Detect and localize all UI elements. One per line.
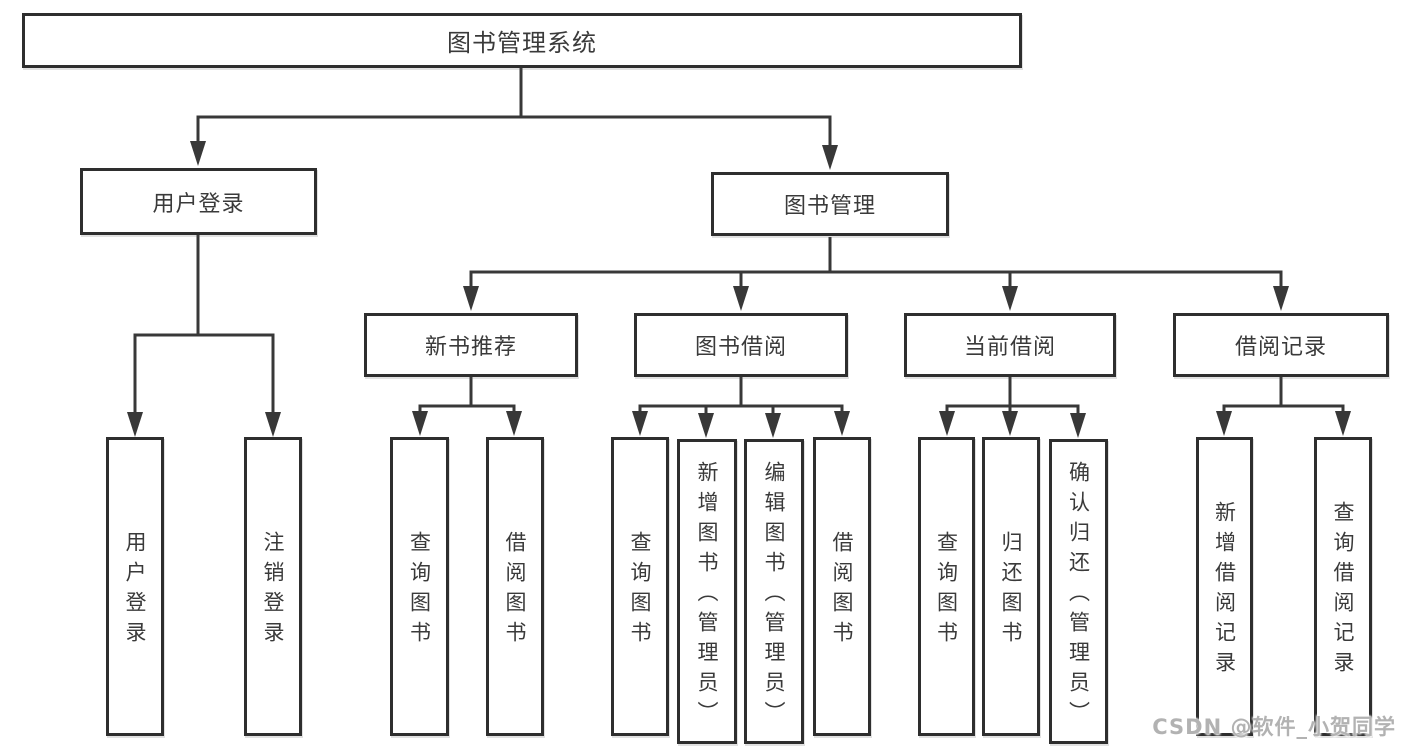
node-book-borrow: 图书借阅 [634,313,848,377]
node-library-system: 图书管理系统 [22,13,1022,68]
leaf-borrow-edit-books-admin: 编辑图书（管理员） [744,439,804,744]
leaf-records-add-record-label: 新增借阅记录 [1212,500,1237,681]
connector-borrow-rec-branch [1222,404,1345,419]
node-user-login: 用户登录 [80,168,317,235]
arrowhead-bb-edit [765,413,781,438]
arrowhead-bb-borrow [834,411,850,436]
arrowhead-br-query [1335,411,1351,436]
leaf-borrow-edit-books-admin-label: 编辑图书（管理员） [762,460,786,731]
arrowhead-cb-query [939,411,955,436]
leaf-current-return-books-label: 归还图书 [999,530,1023,651]
arrowhead-new-book-rec [463,286,479,311]
leaf-logout: 注销登录 [244,437,302,736]
leaf-logout-label: 注销登录 [261,530,285,651]
leaf-borrow-query-books: 查询图书 [611,437,669,736]
arrowhead-nb-query [412,411,428,436]
leaf-borrow-add-books-admin: 新增图书（管理员） [677,439,737,744]
node-book-management-label: 图书管理 [783,194,876,219]
arrowhead-cb-confirm [1070,413,1086,438]
leaf-current-confirm-return-admin-label: 确认归还（管理员） [1066,460,1091,731]
leaf-current-confirm-return-admin: 确认归还（管理员） [1049,439,1108,744]
leaf-borrow-add-books-admin-label: 新增图书（管理员） [695,460,719,731]
leaf-newrec-query-books: 查询图书 [390,437,449,736]
connector-user-login-branch [133,333,275,419]
node-current-borrow: 当前借阅 [904,313,1116,377]
connector-new-rec-branch [418,404,516,419]
arrowhead-leaf-login [127,412,143,437]
leaf-records-query-record: 查询借阅记录 [1314,437,1372,736]
arrowhead-leaf-logout [265,412,281,437]
arrowhead-book-borrow [733,286,749,311]
node-current-borrow-label: 当前借阅 [963,335,1056,360]
leaf-user-login-label: 用户登录 [123,530,147,651]
arrowhead-book-mgmt [822,145,838,170]
arrowhead-user-login [190,141,206,166]
connector-book-borrow-branch [638,404,844,419]
arrowhead-current-borrow [1002,286,1018,311]
arrowhead-bb-query [632,411,648,436]
connector-book-mgmt-branch [469,270,1283,294]
node-new-book-recommend-label: 新书推荐 [424,335,517,360]
node-book-management: 图书管理 [711,172,949,236]
leaf-current-query-books: 查询图书 [918,437,975,736]
arrowhead-cb-return [1002,411,1018,436]
leaf-records-query-record-label: 查询借阅记录 [1331,500,1355,681]
node-new-book-recommend: 新书推荐 [364,313,578,377]
leaf-newrec-query-books-label: 查询图书 [407,530,432,651]
node-user-login-label: 用户登录 [152,191,245,217]
node-library-system-label: 图书管理系统 [447,29,597,57]
arrowhead-br-add [1216,411,1232,436]
arrowhead-borrow-records [1273,286,1289,311]
node-borrow-records-label: 借阅记录 [1234,335,1327,360]
leaf-records-add-record: 新增借阅记录 [1196,437,1253,736]
leaf-borrow-borrow-books-label: 借阅图书 [830,530,854,651]
leaf-user-login: 用户登录 [106,437,164,736]
leaf-newrec-borrow-books-label: 借阅图书 [503,530,527,651]
node-book-borrow-label: 图书借阅 [694,335,787,360]
csdn-watermark: CSDN @软件_小贺同学 [1152,715,1396,739]
arrowhead-nb-borrow [506,411,522,436]
leaf-borrow-borrow-books: 借阅图书 [813,437,871,736]
node-borrow-records: 借阅记录 [1173,313,1389,377]
leaf-newrec-borrow-books: 借阅图书 [486,437,544,736]
leaf-current-query-books-label: 查询图书 [934,530,959,651]
leaf-borrow-query-books-label: 查询图书 [628,530,652,651]
leaf-current-return-books: 归还图书 [982,437,1040,736]
arrowhead-bb-add [698,413,714,438]
connector-root-branch [196,115,832,156]
